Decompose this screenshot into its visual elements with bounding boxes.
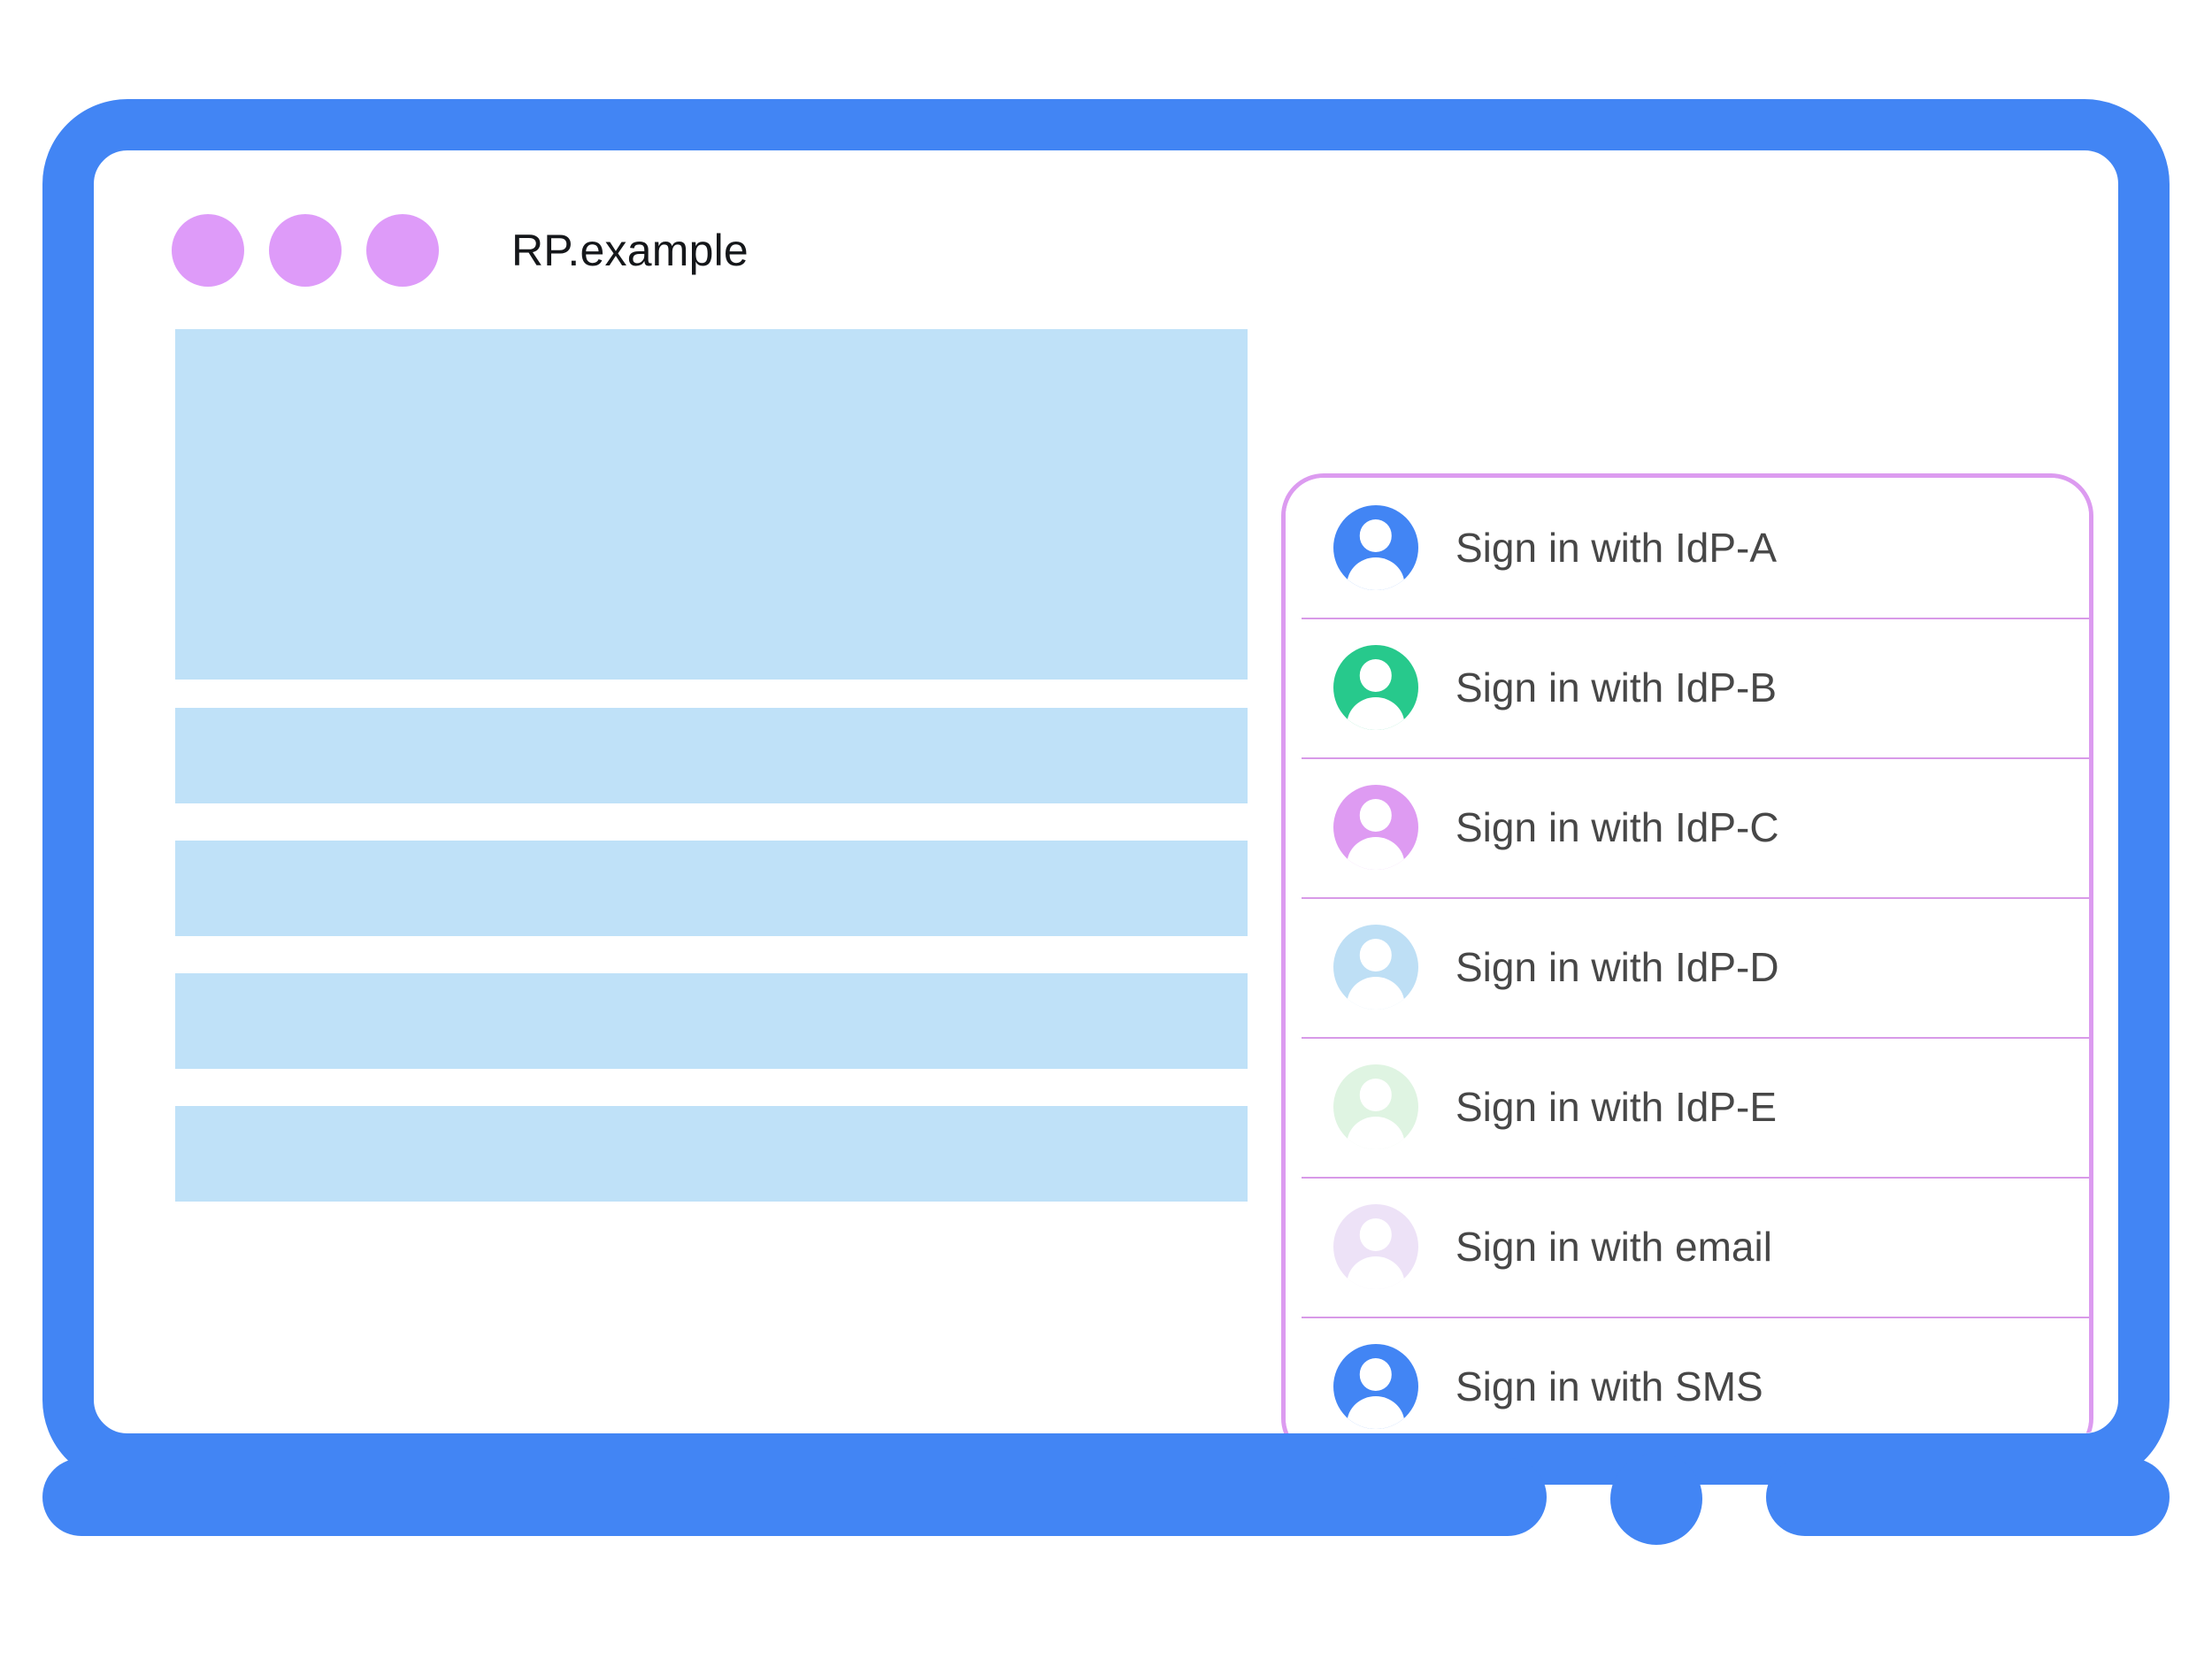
window-dot-3[interactable] — [366, 214, 439, 287]
sign-in-option-idp-c[interactable]: Sign in with IdP-C — [1286, 757, 2089, 897]
federated-sign-in-dialog: Sign in with IdP-A Sign in with IdP-B Si… — [1281, 473, 2093, 1433]
sign-in-option-email[interactable]: Sign in with email — [1286, 1177, 2089, 1317]
text-placeholder-3 — [175, 973, 1248, 1069]
page-content-placeholders — [175, 329, 1248, 1202]
sign-in-option-label: Sign in with email — [1455, 1224, 1772, 1270]
device-chin-left — [42, 1458, 1547, 1536]
avatar-icon — [1333, 785, 1418, 870]
hero-placeholder — [175, 329, 1248, 680]
avatar-icon — [1333, 1064, 1418, 1149]
avatar-icon — [1333, 1204, 1418, 1289]
sign-in-option-label: Sign in with IdP-C — [1455, 804, 1779, 850]
avatar-icon — [1333, 645, 1418, 730]
device-frame: RP.example Sign in with IdP-A Sign in wi… — [42, 99, 2170, 1545]
sign-in-option-idp-d[interactable]: Sign in with IdP-D — [1286, 897, 2089, 1037]
text-placeholder-1 — [175, 708, 1248, 803]
sign-in-option-label: Sign in with IdP-B — [1455, 664, 1778, 710]
sign-in-option-label: Sign in with IdP-E — [1455, 1084, 1778, 1130]
sign-in-option-label: Sign in with IdP-A — [1455, 525, 1778, 571]
text-placeholder-4 — [175, 1106, 1248, 1202]
sign-in-option-idp-a[interactable]: Sign in with IdP-A — [1286, 478, 2089, 618]
browser-titlebar: RP.example — [172, 214, 749, 287]
avatar-icon — [1333, 925, 1418, 1010]
avatar-icon — [1333, 505, 1418, 590]
page-title: RP.example — [511, 226, 749, 275]
window-dot-1[interactable] — [172, 214, 244, 287]
sign-in-option-idp-e[interactable]: Sign in with IdP-E — [1286, 1037, 2089, 1177]
text-placeholder-2 — [175, 841, 1248, 936]
avatar-icon — [1333, 1344, 1418, 1429]
home-button[interactable] — [1610, 1453, 1702, 1545]
sign-in-option-sms[interactable]: Sign in with SMS — [1286, 1317, 2089, 1433]
sign-in-option-idp-b[interactable]: Sign in with IdP-B — [1286, 618, 2089, 757]
device-bottom-bar — [42, 1453, 2170, 1564]
sign-in-option-label: Sign in with SMS — [1455, 1363, 1763, 1409]
window-dot-2[interactable] — [269, 214, 342, 287]
sign-in-option-label: Sign in with IdP-D — [1455, 944, 1779, 990]
browser-screen: RP.example Sign in with IdP-A Sign in wi… — [94, 150, 2118, 1433]
device-chin-right — [1766, 1458, 2170, 1536]
